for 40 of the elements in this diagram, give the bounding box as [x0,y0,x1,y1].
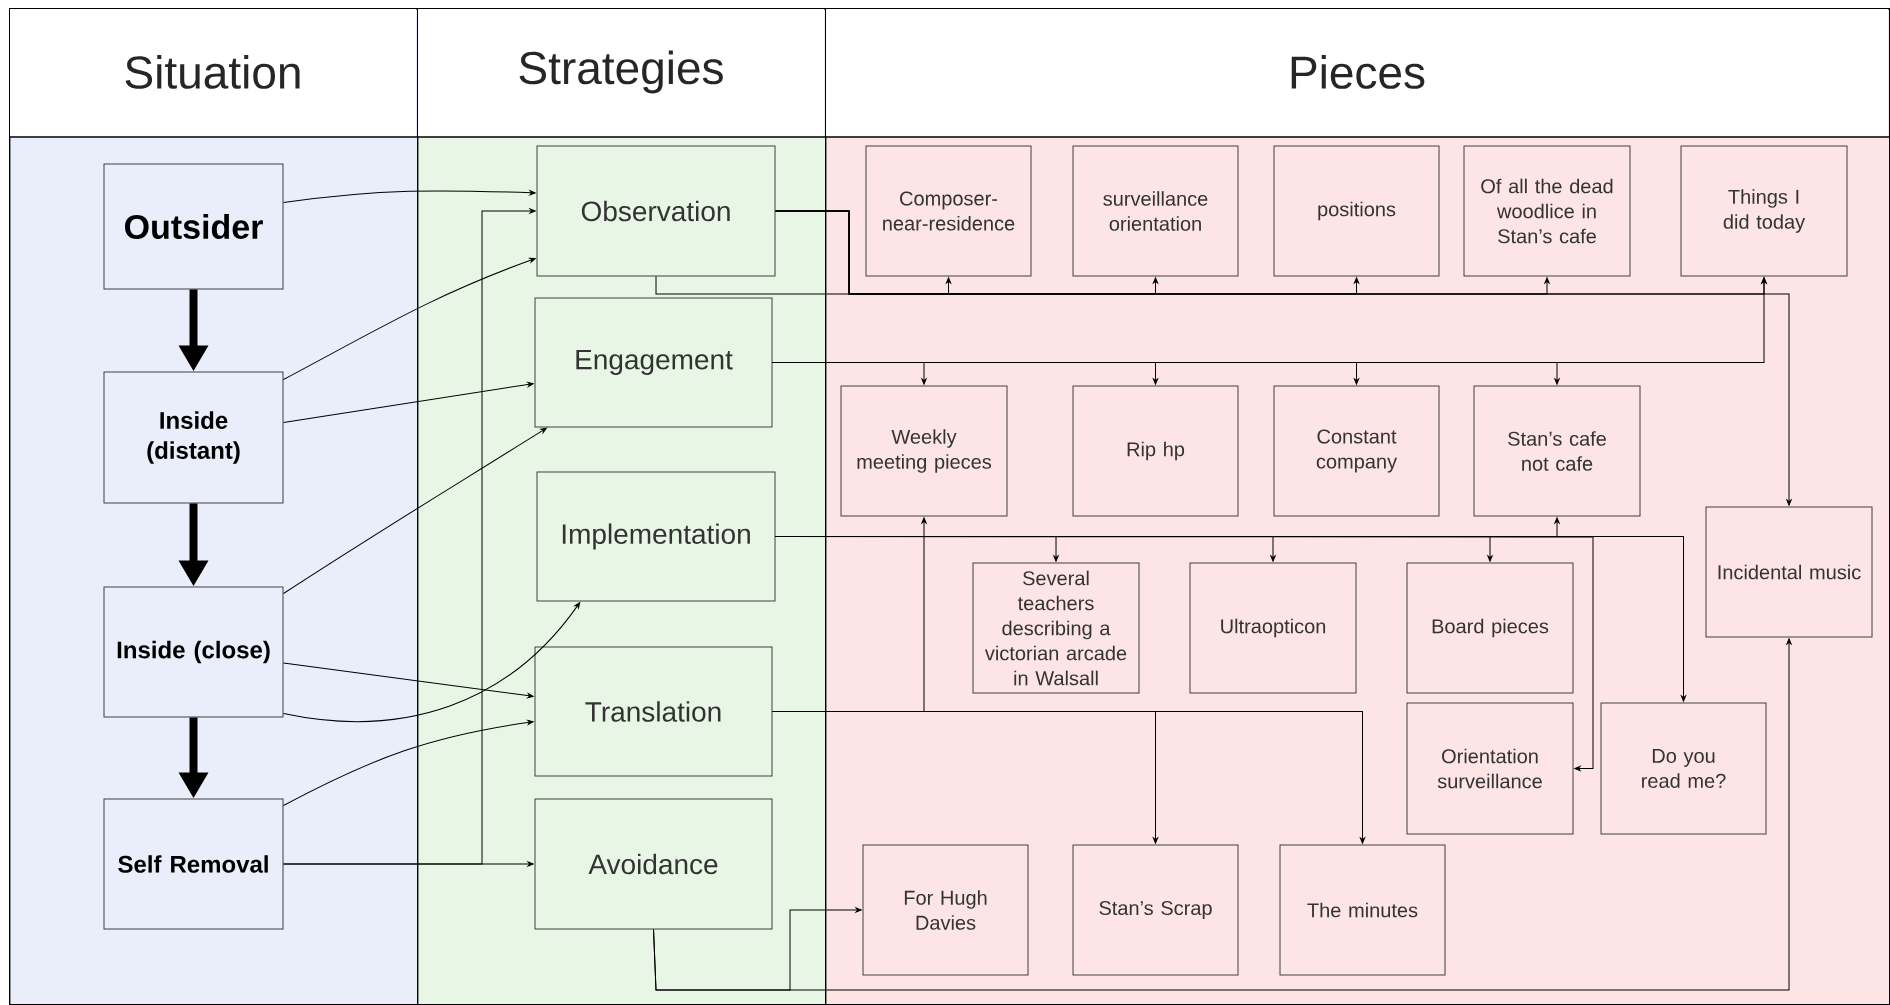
arrow [283,381,534,423]
strategy-box: Implementation [536,471,776,602]
strategy-box: Engagement [534,297,773,428]
piece-box: Orientation surveillance [1406,702,1574,835]
piece-box: The minutes [1279,844,1446,976]
piece-box: Incidental music [1705,506,1873,638]
piece-box: Board pieces [1406,562,1574,694]
arrow [283,208,536,865]
situation-box: Self Removal [103,798,284,930]
arrow [283,427,547,594]
arrow [655,276,1792,506]
arrow [283,662,534,699]
piece-box: Of all the dead woodlice in Stan’s cafe [1463,145,1631,277]
piece-box: Rip hp [1072,385,1239,517]
piece-box: positions [1273,145,1440,277]
piece-box: For Hugh Davies [862,844,1029,976]
piece-box: surveillance orientation [1072,145,1239,277]
piece-box: Things I did today [1680,145,1848,277]
piece-box: Constant company [1273,385,1440,517]
arrow [775,536,1687,702]
situation-box: Inside (distant) [103,371,284,504]
piece-box: Stan’s cafe not cafe [1473,385,1641,517]
arrow [772,711,1366,844]
piece-box: Composer-near-residence [865,145,1032,277]
strategy-box: Avoidance [534,798,773,930]
arrow [283,190,536,203]
arrow [653,638,1792,991]
piece-box: Stan’s Scrap [1072,844,1239,976]
arrow [283,602,581,722]
strategy-box: Translation [534,646,773,777]
arrow [283,719,534,806]
situation-box: Outsider [103,163,284,290]
piece-box: Several teachers describing a victorian arcade in Walsall [972,562,1140,694]
arrow [283,257,536,380]
piece-box: Ultraopticon [1189,562,1357,694]
arrow [772,277,1767,363]
strategy-box: Observation [536,145,776,277]
piece-box: Weekly meeting pieces [840,385,1008,517]
piece-box: Do you read me? [1600,702,1767,835]
situation-box: Inside (close) [103,586,284,718]
